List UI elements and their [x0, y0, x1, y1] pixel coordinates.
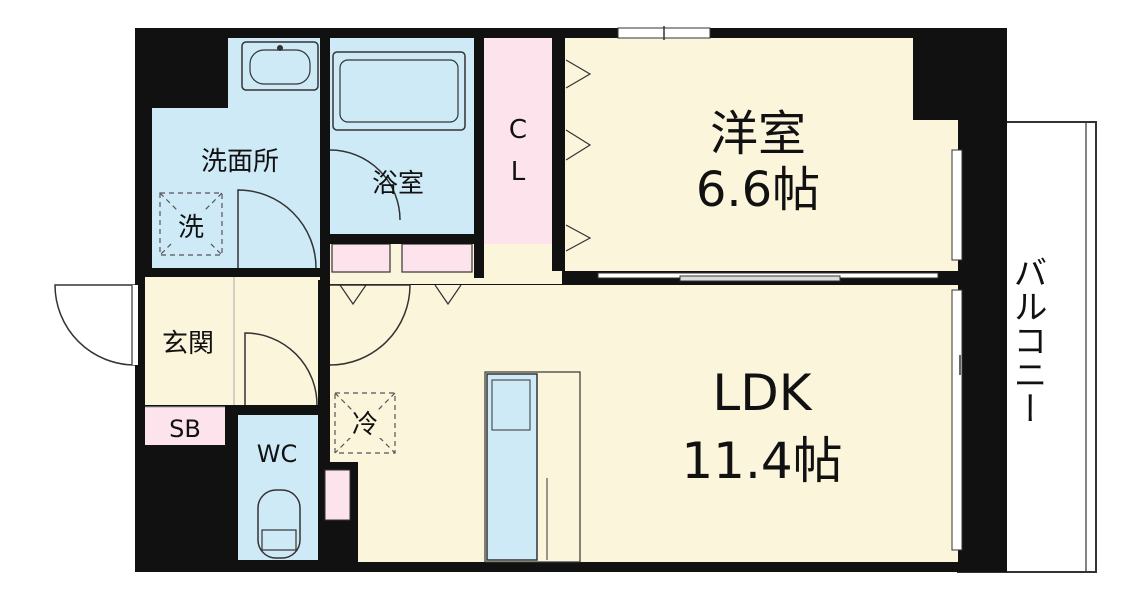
washbasin [241, 41, 319, 91]
ldk-name: LDK [712, 364, 812, 422]
ldk-floor-lower-left [358, 455, 388, 562]
shoe-box-label: SB [169, 415, 201, 443]
fridge-space [334, 392, 396, 454]
ldk-size: 11.4帖 [681, 432, 842, 490]
closet-label-top: C [509, 115, 527, 145]
ldk-door [329, 284, 411, 366]
western-room-floor [565, 38, 958, 271]
entrance-label: 玄関 [162, 329, 214, 359]
fridge-label: 冷 [352, 410, 378, 440]
window-ldk [951, 289, 963, 551]
closet-label-bottom: L [511, 157, 526, 187]
kitchen-sink [486, 373, 538, 561]
storage-2 [401, 243, 473, 273]
western-room-name: 洋室 [710, 106, 806, 162]
washer-space [159, 192, 223, 256]
bath-door [329, 149, 401, 221]
toilet-label: WC [257, 440, 298, 468]
storage-1 [331, 243, 391, 273]
toilet-bowl [257, 489, 301, 559]
shoe-box [145, 407, 225, 445]
toilet-door [244, 332, 318, 406]
entrance-door [54, 284, 136, 366]
ldk-floor [330, 285, 958, 562]
entrance-floor [145, 277, 320, 405]
bathtub [332, 51, 466, 131]
washroom-label: 洗面所 [201, 147, 279, 177]
window-western-room [951, 149, 963, 261]
bath-label: 浴室 [372, 169, 424, 199]
washer-label: 洗 [178, 213, 204, 243]
pipe-space [324, 469, 351, 521]
balcony-label: バルコニー [1007, 255, 1047, 425]
closet-folding-door [565, 59, 592, 89]
closet-floor [484, 38, 552, 254]
western-room-size: 6.6帖 [696, 162, 820, 218]
washroom-door [237, 189, 317, 269]
